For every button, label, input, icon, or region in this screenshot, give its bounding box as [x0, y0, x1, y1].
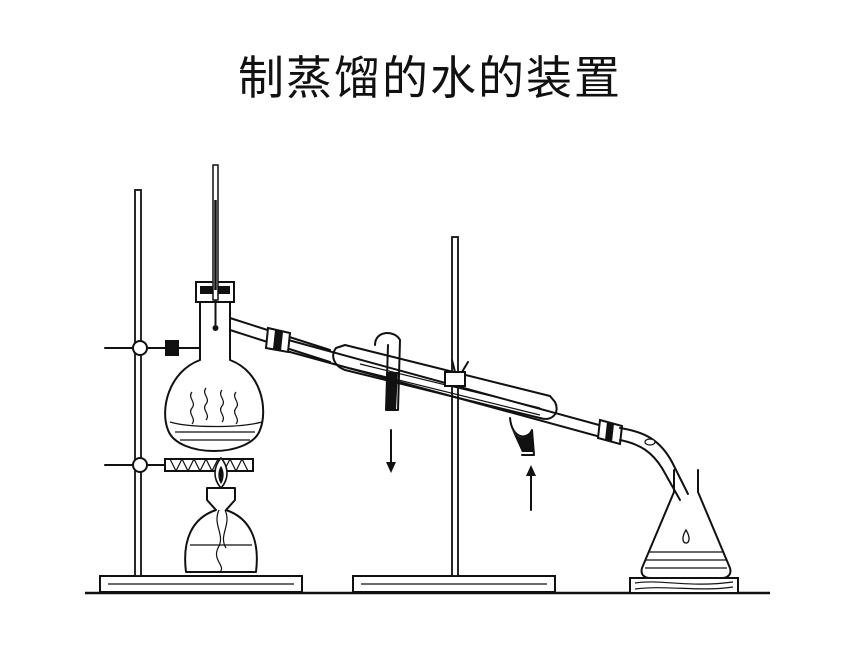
page-title: 制蒸馏的水的装置 — [238, 51, 622, 105]
water-out-arrow — [386, 429, 396, 473]
wire-gauze — [164, 457, 254, 473]
thermometer — [195, 164, 235, 331]
condenser — [264, 326, 624, 456]
alcohol-lamp — [184, 456, 258, 573]
iron-stand-middle — [352, 236, 556, 593]
iron-stand-left — [99, 189, 303, 593]
wood-block — [629, 577, 739, 594]
distillation-flask — [164, 299, 331, 452]
adapter — [619, 427, 689, 501]
erlenmeyer-flask — [640, 469, 732, 579]
water-in-arrow — [526, 465, 536, 511]
